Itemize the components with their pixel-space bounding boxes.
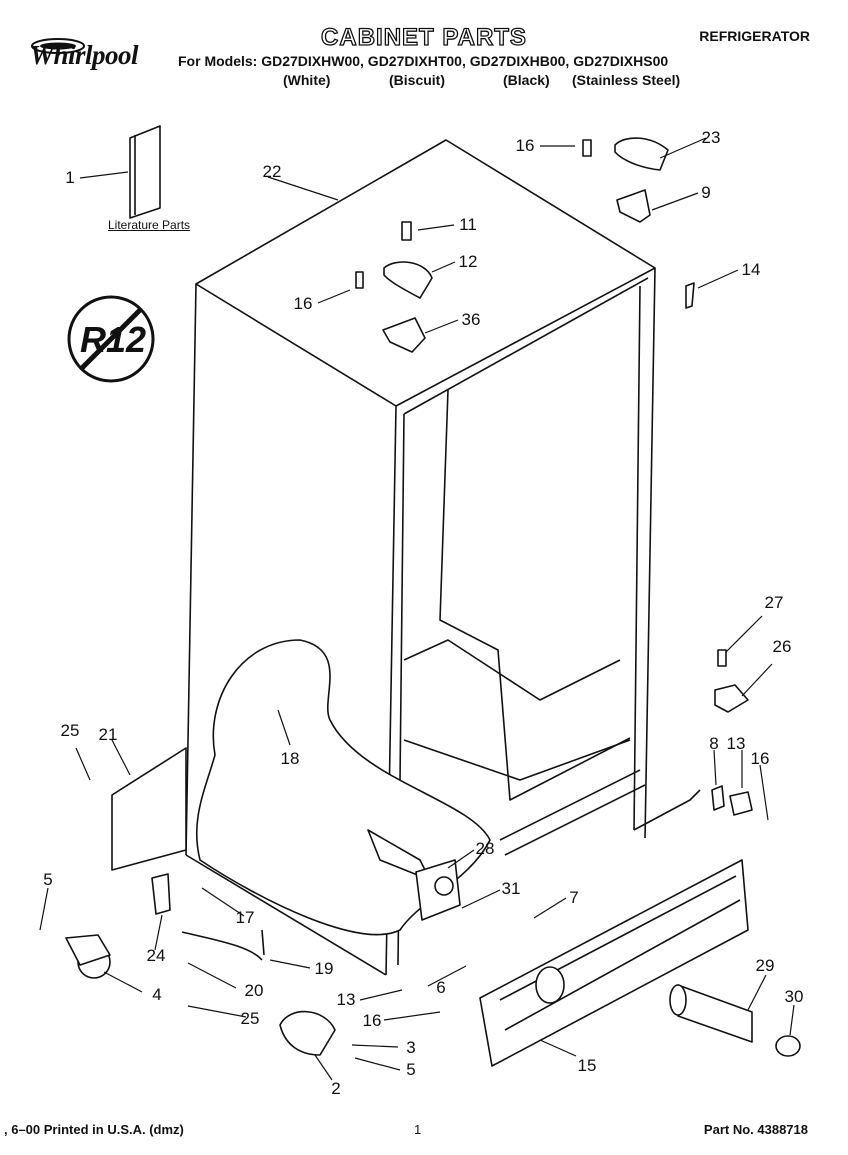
bracket-8: [711, 785, 725, 811]
callout-25-left: 25: [60, 721, 80, 740]
callout-23: 23: [701, 128, 721, 147]
models-line: For Models: GD27DIXHW00, GD27DIXHT00, GD…: [178, 53, 669, 69]
rear-grille-panel: [111, 747, 187, 871]
callout-36: 36: [461, 310, 481, 329]
hinge-cover-center: [383, 261, 433, 299]
print-info: , 6–00 Printed in U.S.A. (dmz): [4, 1122, 184, 1137]
callout-3: 3: [406, 1038, 416, 1057]
callout-30: 30: [784, 987, 804, 1006]
variant-biscuit: (Biscuit): [389, 72, 445, 88]
model-variants: (White) (Biscuit) (Black) (Stainless Ste…: [0, 72, 848, 92]
no-r12-symbol: [67, 295, 155, 383]
callout-20: 20: [244, 981, 264, 1000]
part-number: Part No. 4388718: [703, 1122, 808, 1137]
callout-9: 9: [701, 183, 711, 202]
callout-16-top: 16: [515, 136, 535, 155]
variant-stainless: (Stainless Steel): [572, 72, 681, 88]
clip-14: [685, 282, 695, 309]
callout-31: 31: [501, 879, 521, 898]
callout-18: 18: [280, 749, 300, 768]
callout-14: 14: [741, 260, 761, 279]
callout-8: 8: [709, 734, 719, 753]
callout-4: 4: [152, 985, 162, 1004]
callout-25-bottom: 25: [240, 1009, 260, 1028]
callout-5-left: 5: [43, 870, 53, 889]
callout-17: 17: [235, 908, 255, 927]
callout-28: 28: [475, 839, 495, 858]
product-type: REFRIGERATOR: [699, 28, 810, 44]
callout-13-bottom: 13: [336, 990, 356, 1009]
no-r12-symbol-text: R12: [80, 319, 147, 360]
literature-parts-label: Literature Parts: [108, 218, 191, 232]
callout-27: 27: [764, 593, 784, 612]
callout-29: 29: [755, 956, 775, 975]
callout-1: 1: [65, 168, 75, 187]
literature-booklet: [129, 125, 161, 219]
callout-12: 12: [458, 252, 478, 271]
variant-black: (Black): [503, 72, 550, 88]
callout-16-center: 16: [293, 294, 313, 313]
callout-15: 15: [577, 1056, 597, 1075]
callout-19: 19: [314, 959, 334, 978]
callout-7: 7: [569, 888, 579, 907]
callout-16-bottom: 16: [362, 1011, 382, 1030]
callout-5-bottom: 5: [406, 1060, 416, 1079]
callout-16-right: 16: [750, 749, 770, 768]
page-title: CABINET PARTS: [320, 23, 527, 51]
callout-26: 26: [772, 637, 792, 656]
callout-2: 2: [331, 1079, 341, 1098]
bracket-13-right: [729, 791, 753, 816]
callout-6: 6: [436, 978, 446, 997]
callout-24: 24: [146, 946, 166, 965]
bracket-26: [714, 684, 749, 713]
variant-white: (White): [283, 72, 331, 88]
lower-hinge: [279, 1010, 336, 1056]
page-number: 1: [414, 1122, 422, 1137]
hinge-center: [382, 317, 426, 353]
bracket-24: [151, 873, 171, 915]
callout-11: 11: [459, 215, 477, 234]
callout-21: 21: [98, 725, 118, 744]
hinge-top-right: [616, 189, 651, 223]
filter-cap: [775, 1035, 801, 1057]
brand-logo-text: Whirlpool: [30, 40, 139, 70]
callout-13-right: 13: [726, 734, 746, 753]
toe-grille: [479, 859, 749, 1067]
callout-22: 22: [262, 162, 282, 181]
water-filter: [677, 984, 753, 1043]
hinge-cover-top: [614, 137, 669, 171]
whirlpool-logo: [31, 38, 85, 54]
water-tube: [181, 931, 263, 961]
